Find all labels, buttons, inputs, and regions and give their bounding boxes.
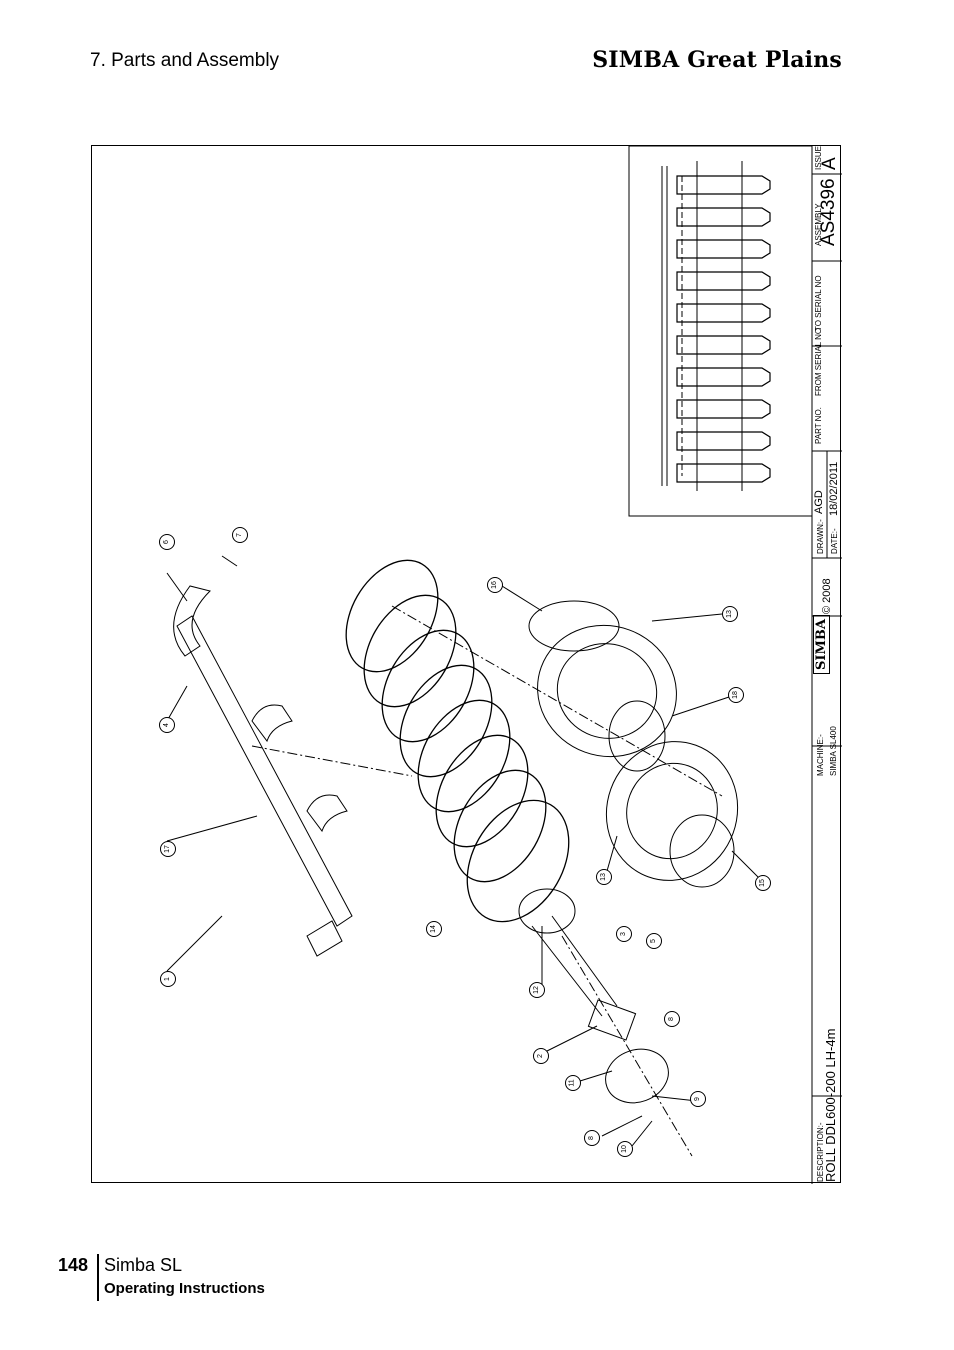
issue-value: A (819, 157, 840, 170)
callout-13-top: 13 (722, 606, 738, 622)
drawing-frame: DESCRIPTION:- ROLL DDL600-200 LH-4m MACH… (91, 145, 842, 1184)
callout-2: 2 (533, 1048, 549, 1064)
callout-9: 9 (690, 1091, 706, 1107)
assembly-drawing (166, 146, 842, 1184)
from-serial-label: FROM SERIAL NO (814, 327, 823, 396)
callout-10: 10 (617, 1141, 633, 1157)
footer-product: Simba SL (104, 1255, 183, 1275)
footer-divider (97, 1254, 99, 1301)
callout-12: 12 (529, 982, 545, 998)
callout-14: 14 (426, 921, 442, 937)
drawn-value: AGD (813, 490, 825, 514)
brand-logo: SIMBA Great Plains (592, 47, 842, 73)
to-serial-label: TO SERIAL NO (814, 275, 823, 331)
machine-label: MACHINE:- (816, 734, 825, 776)
callout-17: 17 (160, 841, 176, 857)
machine-value: SIMBA SL400 (829, 726, 838, 776)
callout-13-bottom: 13 (596, 869, 612, 885)
callout-15: 15 (755, 875, 771, 891)
callout-16: 16 (487, 577, 503, 593)
callout-6: 6 (159, 534, 175, 550)
callout-18: 18 (728, 687, 744, 703)
callout-5: 5 (646, 933, 662, 949)
callout-11: 11 (565, 1075, 581, 1091)
callout-8-top: 8 (664, 1011, 680, 1027)
drawn-label: DRAWN:- (816, 519, 825, 554)
footer-subtitle: Operating Instructions (104, 1280, 265, 1297)
callout-7: 7 (232, 527, 248, 543)
date-value: 18/02/2011 (828, 461, 840, 516)
date-label: DATE:- (830, 528, 839, 554)
simba-logo: SIMBA (813, 615, 830, 674)
description-value: ROLL DDL600-200 LH-4m (823, 1028, 838, 1182)
part-no-label: PART NO. (814, 407, 823, 444)
section-title: 7. Parts and Assembly (90, 50, 280, 71)
copyright: © 2008 (821, 578, 833, 614)
callout-8-bottom: 8 (584, 1130, 600, 1146)
assembly-value: AS4396 (818, 178, 839, 246)
callout-1: 1 (160, 971, 176, 987)
callout-3: 3 (616, 926, 632, 942)
callout-4: 4 (159, 717, 175, 733)
page-number: 148 (58, 1255, 89, 1275)
